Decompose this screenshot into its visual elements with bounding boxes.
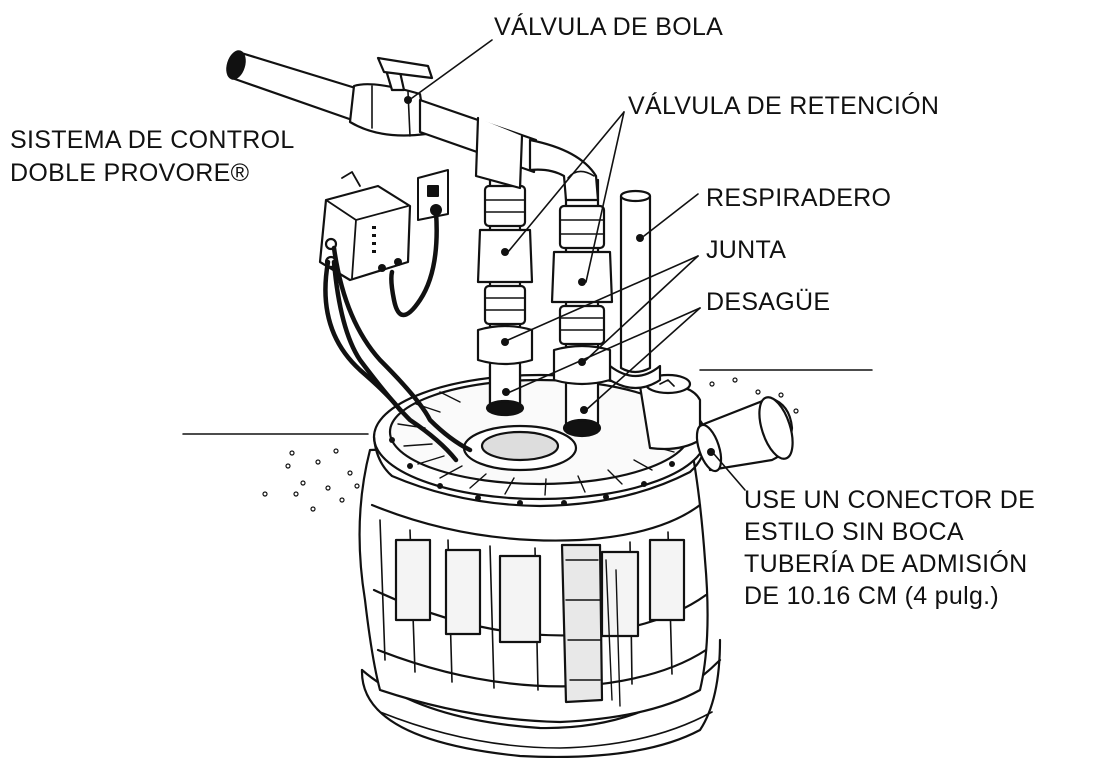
label-drain: DESAGÜE <box>706 288 831 316</box>
control-box <box>318 171 412 282</box>
label-ball-valve: VÁLVULA DE BOLA <box>494 13 724 41</box>
top-discharge-pipe <box>226 50 600 202</box>
label-inlet-note-line3: TUBERÍA DE ADMISIÓN <box>744 550 1028 578</box>
label-inlet-note-line4: DE 10.16 CM (4 pulg.) <box>744 582 1000 610</box>
power-outlet <box>417 169 449 221</box>
vent-pipe <box>608 189 662 390</box>
inlet-pipe <box>695 396 794 473</box>
basin <box>358 438 722 759</box>
power-cords <box>323 209 473 463</box>
label-check-valve: VÁLVULA DE RETENCIÓN <box>628 92 940 120</box>
left-discharge-stack <box>476 166 534 417</box>
label-inlet-note-line2: ESTILO SIN BOCA <box>744 518 964 546</box>
basin-lid <box>372 373 708 508</box>
label-inlet-note-line1: USE UN CONECTOR DE <box>744 486 1036 514</box>
ground-lines <box>182 369 873 435</box>
leader-lines <box>411 39 746 491</box>
label-control-system-line1: SISTEMA DE CONTROL <box>10 126 295 154</box>
label-control-system-line2: DOBLE PROVORE® <box>10 159 250 187</box>
label-seal: JUNTA <box>706 236 787 264</box>
label-vent: RESPIRADERO <box>706 184 892 212</box>
